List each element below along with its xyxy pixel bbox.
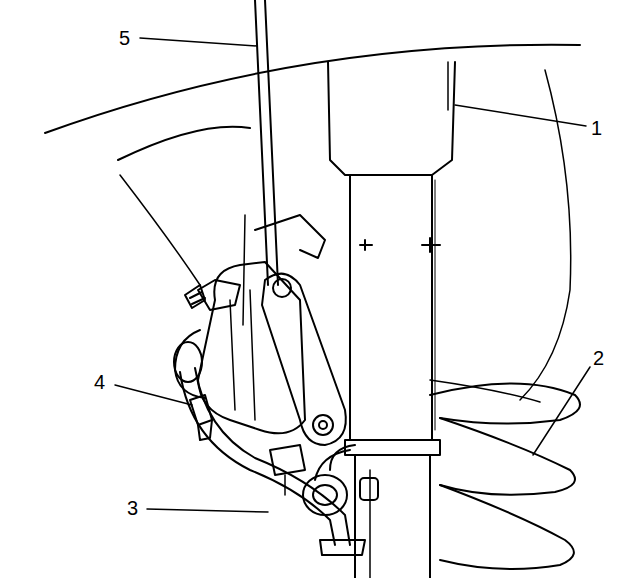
callout-number: 2 [591,347,606,369]
callout-number: 4 [92,371,107,393]
callout-number: 1 [589,117,604,139]
callout-number: 3 [125,497,140,519]
callout-number: 5 [117,27,132,49]
